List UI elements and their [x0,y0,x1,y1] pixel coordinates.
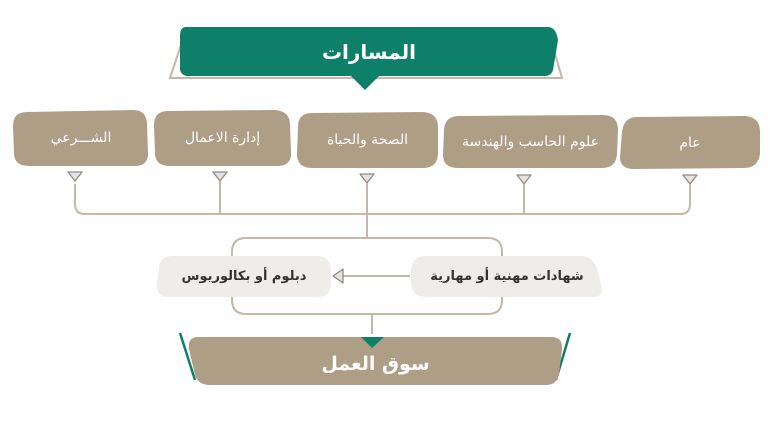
outcome-loop [231,237,503,315]
down-arrow-icon [67,171,83,182]
footer-shape [188,337,563,385]
track-connector [74,184,691,215]
track-box-computing [443,115,618,168]
track-boxes [13,110,760,169]
track-box-general [620,116,760,169]
track-box-business [154,110,292,166]
left-arrow-icon [332,268,344,284]
outcome-pills [156,256,602,297]
pill-certificates [411,256,602,297]
connectors [74,181,691,334]
header-pointer [351,76,379,90]
down-arrow-icon [682,174,698,185]
footer-pointer [361,337,384,348]
header-shape [180,27,558,76]
track-arrows [67,171,698,185]
track-box-sharia [13,110,149,166]
down-arrow-icon [359,173,375,184]
down-arrow-icon [516,174,532,185]
track-box-health [297,112,438,168]
down-arrow-icon [212,171,228,182]
header-banner [168,27,564,90]
pill-degree [156,256,331,297]
footer-banner [178,332,572,385]
